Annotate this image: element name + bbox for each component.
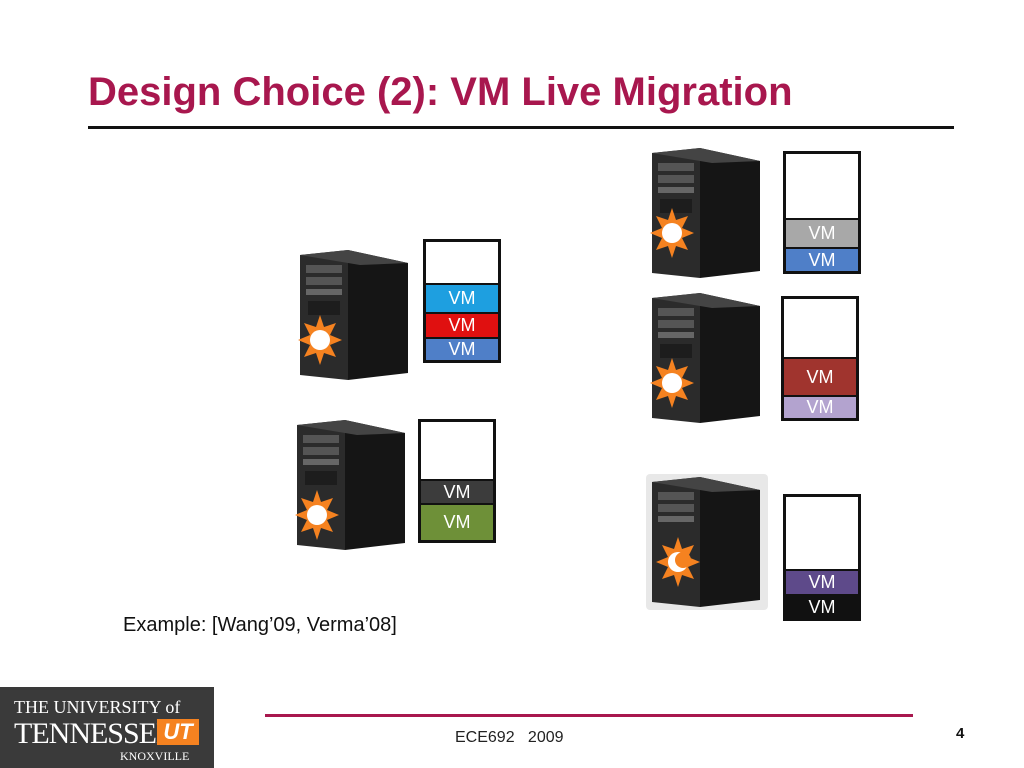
vm-block: VM <box>421 479 493 503</box>
vm-block: VM <box>784 395 856 418</box>
server-tower-2 <box>295 420 405 550</box>
title-underline <box>88 126 954 129</box>
vm-block: VM <box>786 218 858 247</box>
vm-stack-4: VM VM <box>781 296 859 421</box>
vm-block: VM <box>784 357 856 395</box>
footer-course: ECE692 2009 <box>455 729 564 746</box>
sun-icon <box>298 315 342 365</box>
vm-block: VM <box>786 594 858 618</box>
sun-icon <box>650 358 694 408</box>
vm-stack-5: VM VM <box>783 494 861 621</box>
page-number: 4 <box>956 725 965 742</box>
vm-block: VM <box>786 247 858 271</box>
logo-line-2: TENNESSEE <box>14 717 174 750</box>
footer-divider <box>265 714 913 717</box>
logo-line-3: KNOXVILLE <box>120 749 190 763</box>
vm-block: VM <box>426 312 498 337</box>
vm-block: VM <box>786 569 858 594</box>
logo-line-1: THE UNIVERSITY of <box>14 697 181 717</box>
example-citation: Example: [Wang’09, Verma’08] <box>123 614 397 636</box>
server-tower-4 <box>650 293 760 423</box>
ut-mark: UT <box>157 719 199 745</box>
sun-icon <box>650 208 694 258</box>
server-tower-5 <box>646 474 768 610</box>
sun-icon <box>295 490 339 540</box>
university-logo: THE UNIVERSITY of TENNESSEE UT KNOXVILLE <box>0 687 214 768</box>
vm-block: VM <box>426 337 498 360</box>
vm-block: VM <box>426 283 498 312</box>
vm-stack-2: VM VM <box>418 419 496 543</box>
vm-block: VM <box>421 503 493 540</box>
server-tower-3 <box>650 148 760 278</box>
moon-icon <box>656 537 700 587</box>
vm-stack-1: VM VM VM <box>423 239 501 363</box>
server-tower-1 <box>298 250 408 380</box>
vm-stack-3: VM VM <box>783 151 861 274</box>
slide-title: Design Choice (2): VM Live Migration <box>88 70 793 114</box>
